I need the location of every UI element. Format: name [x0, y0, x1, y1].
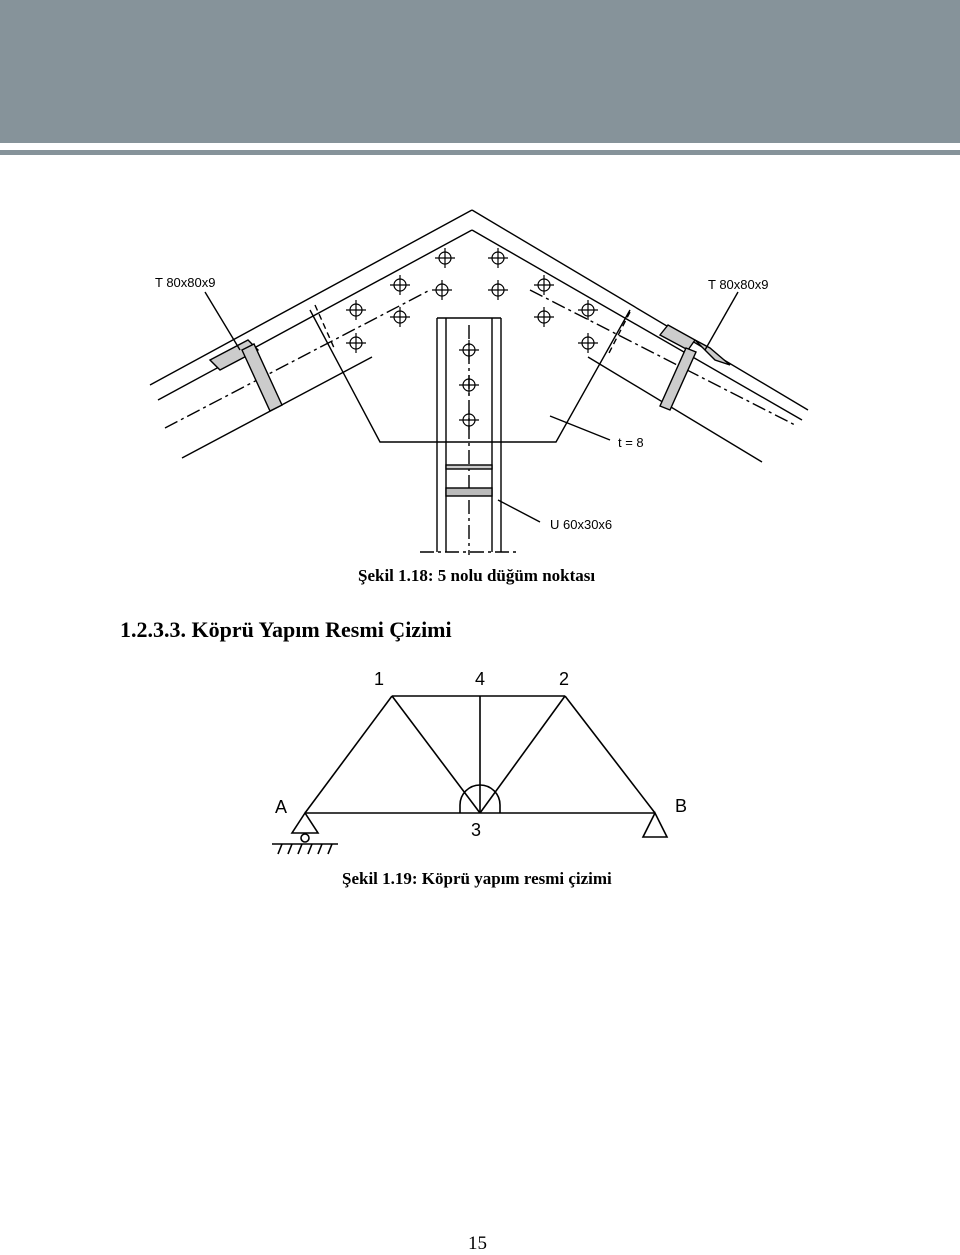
center-gusset — [459, 784, 501, 813]
right-diagonal — [479, 695, 566, 814]
bolt-hole — [459, 340, 479, 360]
node-detail-drawing: T 80x80x9 T 80x80x9 t = 8 U 60x30x6 — [149, 209, 809, 555]
right-member-label: T 80x80x9 — [708, 277, 768, 292]
bolt-hole — [435, 248, 455, 268]
section-heading: 1.2.3.3. Köprü Yapım Resmi Çizimi — [120, 617, 452, 642]
bolt-hole — [459, 410, 479, 430]
bolt-hole — [534, 307, 554, 327]
left-end-post — [304, 695, 393, 814]
bolt-hole — [578, 333, 598, 353]
plate-thickness-label: t = 8 — [618, 435, 644, 450]
header-banner — [0, 0, 960, 143]
bolt-hole — [346, 300, 366, 320]
bolt-hole — [488, 248, 508, 268]
bolt-hole — [488, 280, 508, 300]
figure-2-caption: Şekil 1.19: Köprü yapım resmi çizimi — [342, 869, 612, 888]
right-end-post — [564, 695, 656, 814]
page-number: 15 — [468, 1233, 487, 1254]
node-3-label: 3 — [471, 820, 481, 840]
bolt-hole — [534, 275, 554, 295]
truss-diagram: 1 4 2 3 A B — [272, 669, 687, 855]
figure-1-caption: Şekil 1.18: 5 nolu düğüm noktası — [358, 566, 596, 585]
header-rule — [0, 150, 960, 155]
node-4-label: 4 — [475, 669, 485, 689]
node-2-label: 2 — [559, 669, 569, 689]
node-b-label: B — [675, 796, 687, 816]
bolt-hole — [432, 280, 452, 300]
bolt-hole — [390, 275, 410, 295]
bolt-hole — [346, 333, 366, 353]
support-a — [290, 811, 320, 834]
left-diagonal — [391, 695, 481, 814]
node-a-label: A — [275, 797, 287, 817]
bolt-hole — [578, 300, 598, 320]
bolt-hole — [459, 375, 479, 395]
node-1-label: 1 — [374, 669, 384, 689]
left-member-label: T 80x80x9 — [155, 275, 215, 290]
support-b — [641, 811, 669, 838]
vertical-member-label: U 60x30x6 — [550, 517, 612, 532]
bolt-hole — [390, 307, 410, 327]
